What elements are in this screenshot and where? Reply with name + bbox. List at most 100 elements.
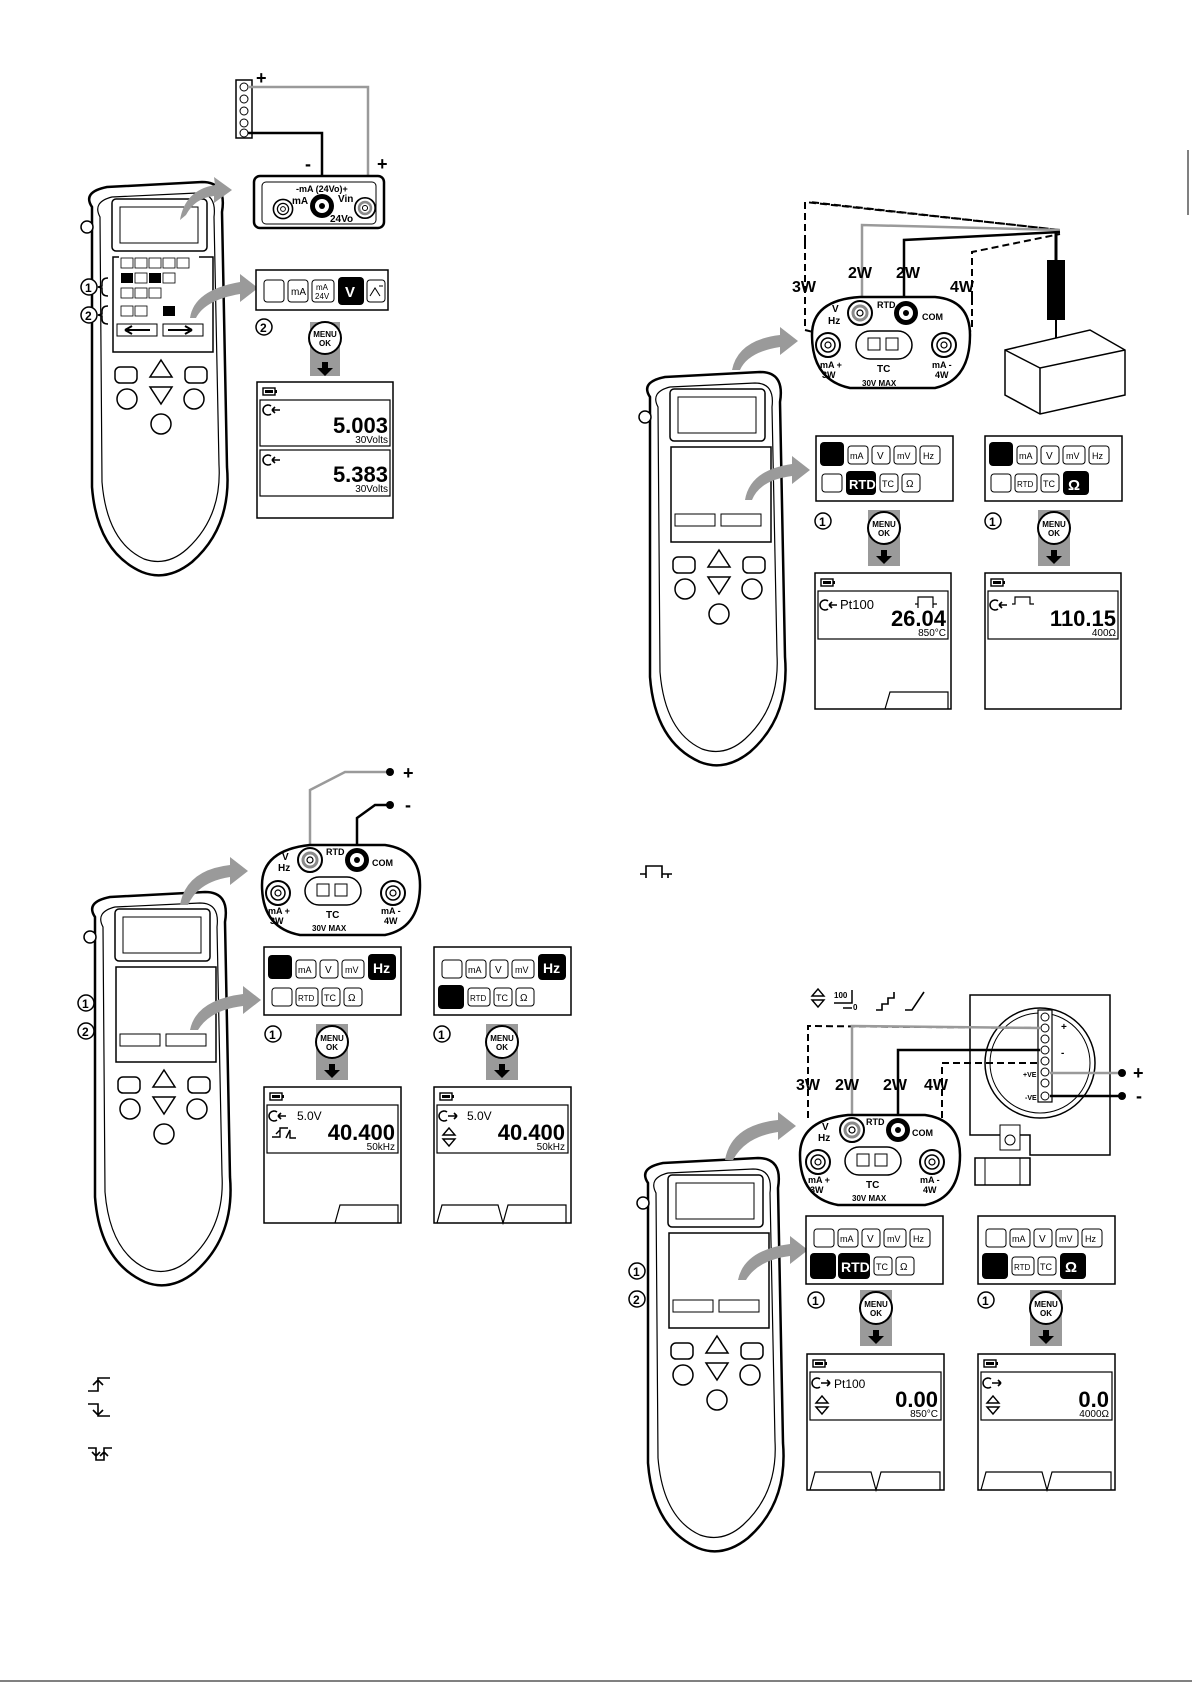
menu-sim-b[interactable]: MENU — [1034, 1300, 1058, 1309]
menu-ok-step-ohm: MENU OK — [1037, 510, 1071, 566]
sim-mv[interactable]: mV — [887, 1234, 901, 1244]
hz-out-rtd[interactable]: RTD — [470, 994, 487, 1003]
rtd-sim-value: 0.00 — [895, 1387, 938, 1412]
hz-out-ohm[interactable]: Ω — [520, 993, 528, 1004]
menu-label-ohm[interactable]: MENU — [1042, 520, 1066, 529]
hz-bar-v[interactable]: V — [325, 965, 332, 976]
mode-ohm-2[interactable]: Ω — [906, 479, 914, 490]
sim-hz[interactable]: Hz — [913, 1234, 924, 1244]
rtd-value: 26.04 — [891, 606, 947, 631]
menu-label-rtd[interactable]: MENU — [872, 520, 896, 529]
panel3-hz: Hz — [818, 1133, 830, 1144]
ok-hz-b[interactable]: OK — [496, 1043, 508, 1052]
menu-sim-a[interactable]: MENU — [864, 1300, 888, 1309]
menu-button-label[interactable]: MENU — [313, 330, 337, 339]
hz-out-hz-selected[interactable]: Hz — [543, 960, 560, 976]
ok-label-ohm[interactable]: OK — [1048, 529, 1060, 538]
hz-out-tc[interactable]: TC — [496, 993, 508, 1003]
hz-bar-ohm[interactable]: Ω — [348, 993, 356, 1004]
curved-arrow-2 — [190, 274, 258, 318]
wire-4w: 4W — [950, 279, 975, 296]
mode-rtd-3[interactable]: RTD — [1017, 480, 1034, 489]
main-connector-panel-3: V Hz RTD COM mA + 3W mA - 4W TC 30V MAX — [798, 1113, 962, 1207]
hz-bar-hz-selected[interactable]: Hz — [373, 960, 390, 976]
panel3-ma-minus: mA - — [920, 1175, 940, 1185]
rtd-sensor-label: Pt100 — [840, 597, 874, 612]
lcd-screen-rtd: Pt100 26.04 850°C — [814, 572, 952, 710]
hz-out-mv[interactable]: mV — [515, 965, 529, 975]
lcd-screen-ohm-sim: 0.0 4000Ω — [977, 1353, 1116, 1493]
sim-wire-3w: 3W — [796, 1077, 821, 1094]
step-labels-left: 1 2 — [80, 277, 109, 325]
sim-step1-a: 1 — [812, 1294, 819, 1308]
mode-mv-2[interactable]: mV — [897, 451, 911, 461]
panel2-4w: 4W — [384, 916, 398, 926]
hz-in-value: 40.400 — [328, 1120, 395, 1145]
reading-2-unit: 30Volts — [355, 484, 388, 495]
hz-out-trigger-label: 5.0V — [467, 1109, 492, 1123]
sim-ma[interactable]: mA — [840, 1234, 854, 1244]
mode-mv-3[interactable]: mV — [1066, 451, 1080, 461]
sim2-rtd[interactable]: RTD — [1014, 1263, 1031, 1272]
panel-ma-label: mA — [292, 196, 308, 207]
sim2-mv[interactable]: mV — [1059, 1234, 1073, 1244]
step-1-rtd: 1 — [819, 515, 826, 529]
both-edge-icon — [88, 1447, 112, 1461]
wire-2w-a: 2W — [848, 265, 873, 282]
ok-hz-a[interactable]: OK — [326, 1043, 338, 1052]
ok-sim-a[interactable]: OK — [870, 1309, 882, 1318]
sim-tc[interactable]: TC — [876, 1262, 888, 1272]
mode-ma[interactable]: mA — [291, 287, 306, 298]
ohm-unit: 400Ω — [1092, 628, 1117, 639]
sim2-tc[interactable]: TC — [1040, 1262, 1052, 1272]
main-connector-panel: V Hz RTD COM mA + 3W mA - 4W TC 30V MAX — [810, 295, 972, 390]
handheld-device — [79, 180, 229, 577]
mode-rtd-selected[interactable]: RTD — [849, 477, 876, 492]
menu-hz-b[interactable]: MENU — [490, 1034, 514, 1043]
mode-tc-2[interactable]: TC — [882, 479, 894, 489]
ok-button-label[interactable]: OK — [319, 339, 331, 348]
sim2-ohm-selected[interactable]: Ω — [1065, 1259, 1077, 1276]
panel3-3w: 3W — [810, 1185, 824, 1195]
hz-bar-mv[interactable]: mV — [345, 965, 359, 975]
positive-wire — [248, 85, 370, 200]
panel2-max: 30V MAX — [312, 924, 347, 933]
mode-v-2[interactable]: V — [877, 451, 884, 462]
hz-bar-ma[interactable]: mA — [298, 965, 312, 975]
sim-ohm[interactable]: Ω — [900, 1262, 908, 1273]
rising-edge-icon — [88, 1377, 110, 1392]
mode-tc-3[interactable]: TC — [1043, 479, 1055, 489]
hz-out-v[interactable]: V — [495, 965, 502, 976]
step-2: 2 — [85, 309, 92, 323]
mode-v-3[interactable]: V — [1046, 451, 1053, 462]
mode-hz-2[interactable]: Hz — [923, 451, 934, 461]
sim-rtd-selected[interactable]: RTD — [841, 1259, 870, 1275]
step-icon — [876, 992, 895, 1011]
sim2-v[interactable]: V — [1039, 1234, 1046, 1245]
hz-output-mode-bar: mA V mV Hz RTD TC Ω — [433, 946, 572, 1016]
freq-plus: + — [403, 763, 414, 783]
ok-label-rtd[interactable]: OK — [878, 529, 890, 538]
panel2-tc: TC — [326, 910, 339, 921]
sim-v[interactable]: V — [867, 1234, 874, 1245]
terminal-strip — [235, 79, 253, 139]
sim2-hz[interactable]: Hz — [1085, 1234, 1096, 1244]
rtd-sim-label: Pt100 — [834, 1377, 866, 1391]
sim2-ma[interactable]: mA — [1012, 1234, 1026, 1244]
mode-ma-2[interactable]: mA — [850, 451, 864, 461]
mode-hz-3[interactable]: Hz — [1092, 451, 1103, 461]
menu-hz-a[interactable]: MENU — [320, 1034, 344, 1043]
mode-v-selected[interactable]: V — [345, 284, 355, 301]
panel-tc-label: TC — [877, 364, 890, 375]
menu-ok-hz-b: MENU OK — [485, 1024, 519, 1080]
mode-ohm-selected[interactable]: Ω — [1068, 477, 1080, 494]
ok-sim-b[interactable]: OK — [1040, 1309, 1052, 1318]
hz-out-ma[interactable]: mA — [468, 965, 482, 975]
hz-bar-tc[interactable]: TC — [324, 993, 336, 1003]
freq-minus: - — [405, 795, 411, 815]
device-screen-keys — [119, 256, 199, 335]
panel3-4w: 4W — [923, 1185, 937, 1195]
mode-ma-3[interactable]: mA — [1019, 451, 1033, 461]
hz-bar-rtd[interactable]: RTD — [298, 994, 315, 1003]
panel2-v: V — [282, 852, 289, 863]
